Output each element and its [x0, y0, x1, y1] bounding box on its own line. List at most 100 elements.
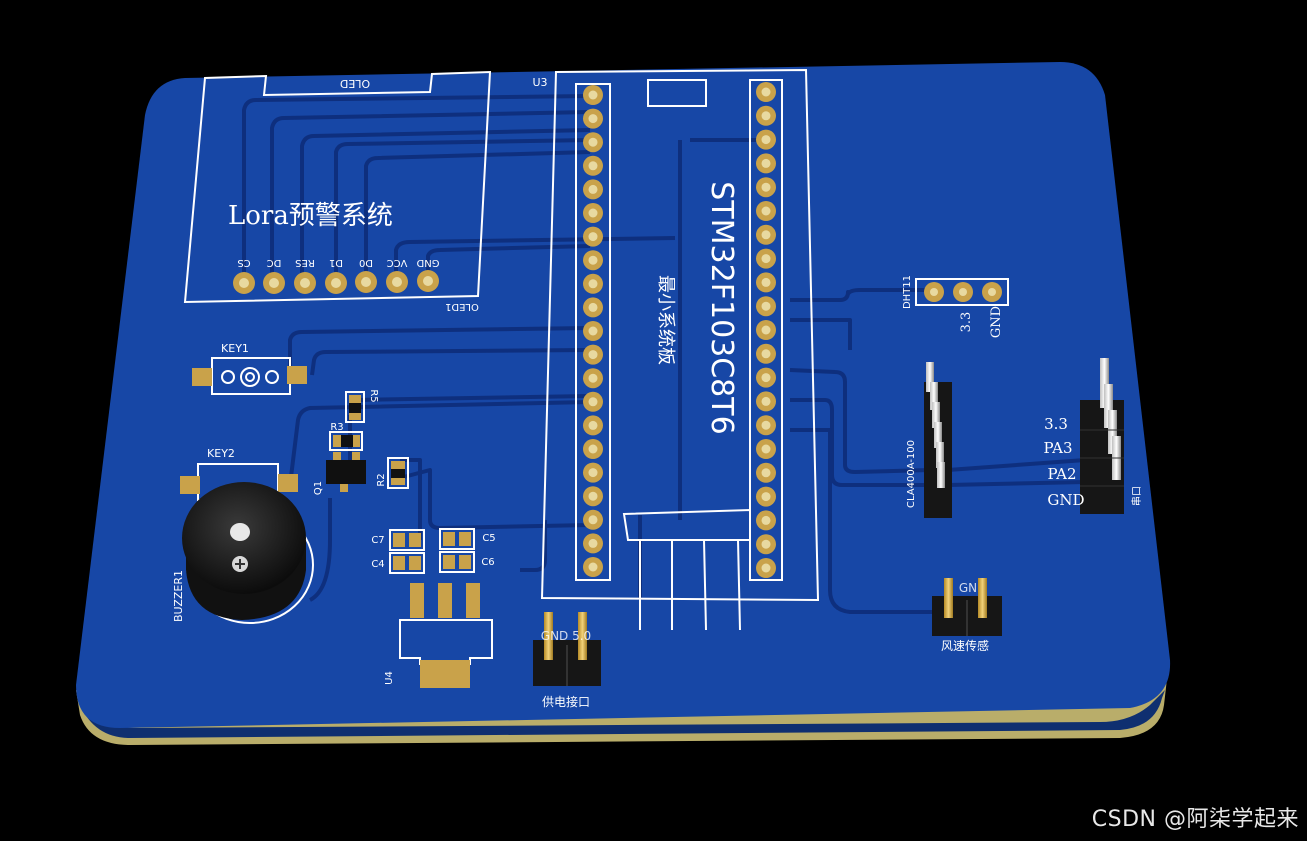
- mcu-left-pin-hole: [588, 562, 598, 572]
- pcb-board: [76, 62, 1171, 728]
- capacitor-c7: [389, 529, 425, 551]
- q1-transistor: [326, 452, 366, 492]
- r3-label: R3: [330, 422, 343, 433]
- buzzer-label: BUZZER1: [172, 570, 185, 622]
- capacitor-c6: [439, 551, 475, 573]
- wind-pins-label: GN: [959, 581, 977, 595]
- wind-sensor-connector: [932, 578, 1002, 636]
- mcu-right-pin-hole: [761, 301, 771, 311]
- buzzer-component: [182, 482, 314, 624]
- key2-label: KEY2: [207, 447, 235, 460]
- mcu-right-pin-hole: [761, 111, 771, 121]
- u4-regulator: [399, 583, 493, 688]
- r2-label: R2: [376, 473, 387, 486]
- c4-label: C4: [371, 559, 384, 570]
- uart-pin-pa3: PA3: [1043, 439, 1072, 457]
- mcu-right-pin-hole: [761, 158, 771, 168]
- lora-label: CLA400A-100: [906, 440, 917, 508]
- dht11-header: [915, 278, 1009, 306]
- lora-header: [924, 362, 952, 518]
- r5-label: R5: [368, 389, 379, 402]
- mcu-right-pin-hole: [761, 277, 771, 287]
- oled-pin-row: [233, 270, 439, 294]
- c7-label: C7: [371, 535, 384, 546]
- mcu-right-pin-hole: [761, 254, 771, 264]
- board-edge-dark: [80, 690, 1165, 738]
- dht11-pin-3v3: 3.3: [959, 312, 974, 333]
- mcu-left-pin-hole: [588, 397, 598, 407]
- oled-pin-vcc: VCC: [387, 257, 408, 268]
- oled-pin-gnd: GND: [416, 257, 439, 268]
- oled-top-label: OLED: [340, 77, 370, 90]
- r2-resistor: [387, 457, 409, 489]
- mcu-left-pin-hole: [588, 137, 598, 147]
- mcu-left-pin-hole: [588, 538, 598, 548]
- mcu-pins-right: [756, 82, 776, 578]
- oled-footprint: [183, 70, 492, 304]
- mcu-left-pin-hole: [588, 420, 598, 430]
- c6-label: C6: [481, 557, 494, 568]
- key1-switch: [192, 357, 307, 395]
- mcu-left-pin-hole: [588, 515, 598, 525]
- mcu-left-pin-hole: [588, 161, 598, 171]
- mcu-right-pin-hole: [761, 182, 771, 192]
- mcu-right-pin-hole: [761, 444, 771, 454]
- mcu-right-pin-hole: [761, 230, 771, 240]
- oled-ref-label: OLED1: [445, 301, 479, 312]
- mcu-footprint: [540, 68, 820, 631]
- mcu-right-pin-hole: [761, 135, 771, 145]
- mcu-left-pin-hole: [588, 491, 598, 501]
- mcu-left-pin-hole: [588, 232, 598, 242]
- mcu-left-pin-hole: [588, 444, 598, 454]
- capacitor-c4: [389, 552, 425, 574]
- u4-label: U4: [384, 671, 395, 685]
- copper-traces: [242, 94, 1086, 614]
- mcu-pins-left: [583, 85, 603, 577]
- mcu-right-pin-hole: [761, 563, 771, 573]
- uart-label: 串口: [1131, 486, 1143, 506]
- key1-label: KEY1: [221, 342, 249, 355]
- mcu-left-pin-hole: [588, 114, 598, 124]
- mcu-right-pin-hole: [761, 325, 771, 335]
- mcu-subtitle: 最小系统板: [655, 275, 676, 365]
- mcu-ref: U3: [532, 76, 547, 89]
- mcu-left-pin-hole: [588, 279, 598, 289]
- uart-pin-pa2: PA2: [1047, 465, 1076, 483]
- power-label: 供电接口: [542, 694, 590, 709]
- uart-header: [1080, 358, 1124, 514]
- dht11-label: DHT11: [902, 275, 913, 309]
- r5-resistor: [345, 391, 365, 423]
- mcu-right-pin-hole: [761, 492, 771, 502]
- mcu-left-pin-hole: [588, 184, 598, 194]
- mcu-left-pin-hole: [588, 373, 598, 383]
- mcu-right-pin-hole: [761, 420, 771, 430]
- oled-pin-res: RES: [295, 257, 315, 268]
- c5-label: C5: [482, 533, 495, 544]
- mcu-left-pin-hole: [588, 350, 598, 360]
- power-pins-label: GND 5.0: [541, 629, 591, 643]
- uart-pin-3v3: 3.3: [1044, 415, 1068, 433]
- oled-pin-labels: CS DC RES D1 D0 VCC GND: [237, 257, 439, 268]
- r3-resistor: [329, 431, 363, 451]
- mcu-right-pin-hole: [761, 515, 771, 525]
- mcu-left-pin-hole: [588, 468, 598, 478]
- mcu-part-label: STM32F103C8T6: [704, 181, 739, 434]
- q1-label: Q1: [313, 481, 324, 495]
- capacitor-c5: [439, 528, 475, 550]
- board-title: Lora预警系统: [228, 201, 393, 231]
- oled-pin-d0: D0: [359, 257, 373, 268]
- mcu-right-pin-hole: [761, 206, 771, 216]
- mcu-right-pin-hole: [761, 396, 771, 406]
- mcu-left-pin-hole: [588, 302, 598, 312]
- oled-pin-cs: CS: [237, 257, 250, 268]
- uart-pin-gnd: GND: [1047, 491, 1084, 509]
- mcu-right-pin-hole: [761, 539, 771, 549]
- mcu-right-pin-hole: [761, 373, 771, 383]
- mcu-right-pin-hole: [761, 349, 771, 359]
- mcu-left-pin-hole: [588, 208, 598, 218]
- mcu-right-pin-hole: [761, 468, 771, 478]
- mcu-left-pin-hole: [588, 326, 598, 336]
- oled-pin-dc: DC: [267, 257, 282, 268]
- oled-pin-d1: D1: [329, 257, 343, 268]
